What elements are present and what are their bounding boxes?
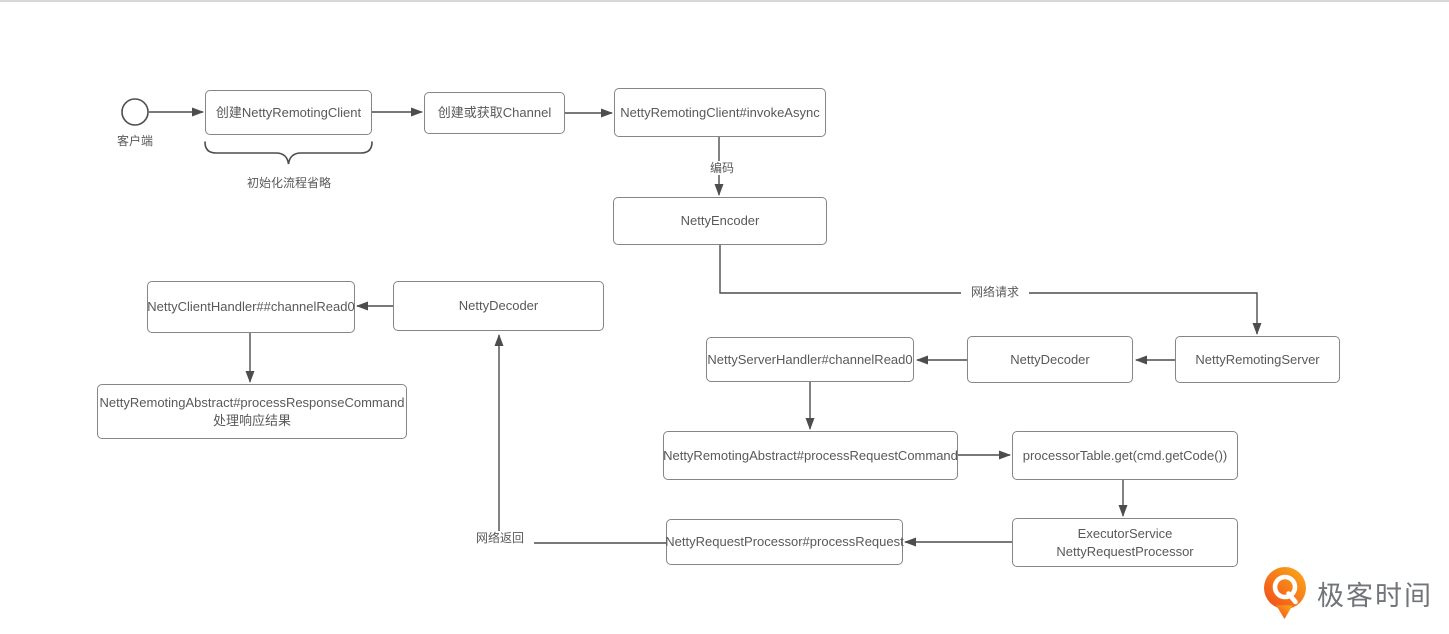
node-processor-table-get: processorTable.get(cmd.getCode()) [1012,431,1238,480]
node-netty-remoting-server: NettyRemotingServer [1175,336,1340,383]
node-create-or-get-channel: 创建或获取Channel [424,92,565,134]
node-netty-encoder: NettyEncoder [613,197,827,245]
init-scope-brace [204,141,373,165]
node-netty-client-handler: NettyClientHandler##channelRead0 [147,281,355,333]
edge-label-network-return: 网络返回 [466,531,534,545]
init-flow-note-label: 初始化流程省略 [246,176,331,190]
geektime-logo-icon [1264,567,1306,619]
node-invoke-async: NettyRemotingClient#invokeAsync [614,88,826,137]
edge-label-encode: 编码 [699,161,745,175]
node-label: NettyRemotingAbstract#processResponseCom… [99,394,405,410]
node-netty-decoder-server-side: NettyDecoder [967,336,1133,383]
geektime-logo-text: 极客时间 [1317,580,1433,611]
node-create-netty-remoting-client: 创建NettyRemotingClient [205,90,372,135]
node-sublabel: 处理响应结果 [212,412,291,428]
node-netty-server-handler: NettyServerHandler#channelRead0 [706,337,914,382]
node-process-request-command: NettyRemotingAbstract#processRequestComm… [663,431,958,480]
node-process-request: NettyRequestProcessor#processRequest [665,519,904,565]
start-node-circle [121,98,149,126]
node-executor-service: ExecutorService NettyRequestProcessor [1012,518,1238,567]
node-process-response-command: NettyRemotingAbstract#processResponseCom… [97,384,407,439]
start-node-label: 客户端 [116,134,153,148]
geektime-logo: 极客时间 [1262,566,1433,620]
node-netty-decoder-client-side: NettyDecoder [393,281,604,331]
edge-process-request-to-decoder-left [494,334,666,544]
edge-label-network-request: 网络请求 [961,285,1029,299]
